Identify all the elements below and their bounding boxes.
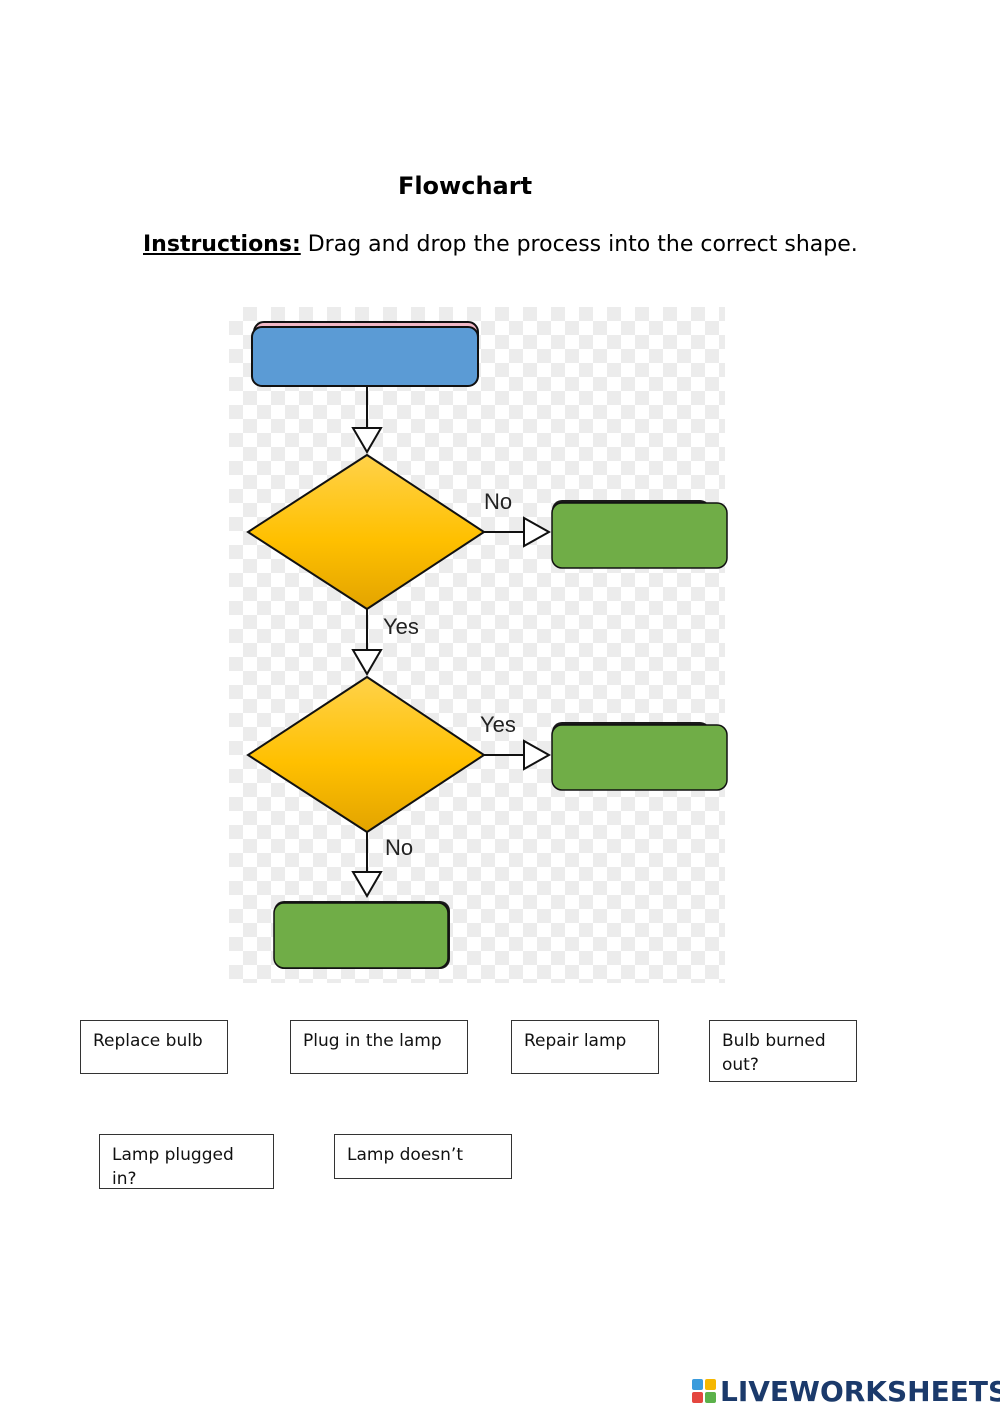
label-no-2: No — [385, 835, 413, 860]
arrowhead-right-1 — [523, 516, 552, 548]
label-yes-2: Yes — [480, 712, 516, 737]
flowchart-background — [229, 307, 725, 983]
instructions: Instructions: Drag and drop the process … — [143, 232, 903, 257]
liveworksheets-logo-icon — [692, 1379, 716, 1403]
process-right-1[interactable] — [551, 502, 728, 569]
liveworksheets-brand[interactable]: LIVEWORKSHEETS — [692, 1374, 1000, 1408]
process-right-2[interactable] — [551, 724, 728, 791]
option-lamp-plugged-in[interactable]: Lamp plugged in? — [99, 1134, 274, 1189]
start-terminator[interactable] — [251, 326, 479, 387]
process-bottom[interactable] — [273, 902, 449, 969]
option-repair-lamp[interactable]: Repair lamp — [511, 1020, 659, 1074]
instructions-label: Instructions: — [143, 232, 301, 257]
label-no-1: No — [484, 489, 512, 514]
option-lamp-doesnt-work[interactable]: Lamp doesn’t — [334, 1134, 512, 1179]
decision-2[interactable] — [246, 675, 486, 834]
arrowhead-down-1 — [351, 427, 383, 454]
option-bulb-burned-out[interactable]: Bulb burned out? — [709, 1020, 857, 1082]
label-yes-1: Yes — [383, 614, 419, 639]
option-plug-in-lamp[interactable]: Plug in the lamp — [290, 1020, 468, 1074]
decision-1[interactable] — [246, 453, 486, 611]
instructions-text: Drag and drop the process into the corre… — [300, 232, 858, 257]
arrowhead-down-3 — [351, 871, 383, 898]
arrowhead-down-2 — [351, 649, 383, 676]
option-replace-bulb[interactable]: Replace bulb — [80, 1020, 228, 1074]
arrowhead-right-2 — [523, 739, 552, 771]
page-title: Flowchart — [397, 172, 533, 200]
brand-text: LIVEWORKSHEETS — [720, 1374, 1000, 1408]
